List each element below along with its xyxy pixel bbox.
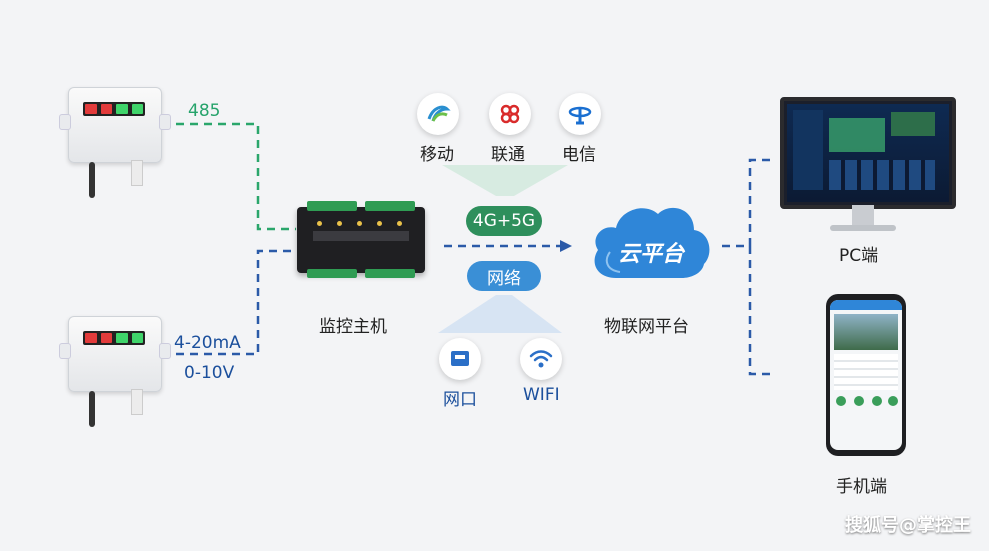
analog-voltage-label: 0-10V: [184, 363, 235, 383]
carrier-telecom-label: 电信: [562, 145, 596, 165]
top-sensor: [59, 87, 171, 198]
analog-link-line: [162, 249, 296, 356]
mobile-phone: [826, 294, 906, 456]
cloud-to-clients-line: [722, 158, 770, 248]
watermark: 搜狐号@掌控王: [845, 515, 971, 536]
pc-monitor: [780, 97, 956, 209]
cloud-platform-icon: [594, 207, 710, 278]
mobile-client-label: 手机端: [836, 477, 887, 497]
china-unicom-logo-icon: [489, 93, 531, 135]
china-telecom-logo-icon: [559, 93, 601, 135]
monitoring-host-device: [297, 201, 425, 278]
wired-beam: [438, 295, 562, 333]
china-mobile-logo-icon: [417, 93, 459, 135]
pc-client-label: PC端: [839, 246, 879, 266]
cloud-platform-label: 物联网平台: [604, 317, 689, 337]
cloud-badge-text: 云平台: [617, 242, 684, 267]
ethernet-label: 网口: [443, 390, 477, 410]
wifi-label: WIFI: [523, 385, 560, 405]
arrow-head-icon: [560, 240, 572, 252]
ethernet-port-icon: [439, 338, 481, 380]
rs485-label: 485: [188, 101, 221, 121]
monitor-base: [830, 225, 896, 231]
analog-current-label: 4-20mA: [174, 333, 241, 353]
rs485-link-line: [162, 122, 296, 231]
carrier-beam: [442, 165, 568, 196]
bottom-sensor: [59, 316, 171, 427]
wifi-icon: [520, 338, 562, 380]
network-badge: 网络: [467, 261, 541, 291]
carrier-unicom-label: 联通: [491, 145, 525, 165]
hub-label: 监控主机: [319, 317, 387, 337]
monitor-stand: [852, 205, 874, 227]
cellular-badge: 4G+5G: [466, 206, 542, 236]
carrier-mobile-label: 移动: [420, 145, 454, 165]
